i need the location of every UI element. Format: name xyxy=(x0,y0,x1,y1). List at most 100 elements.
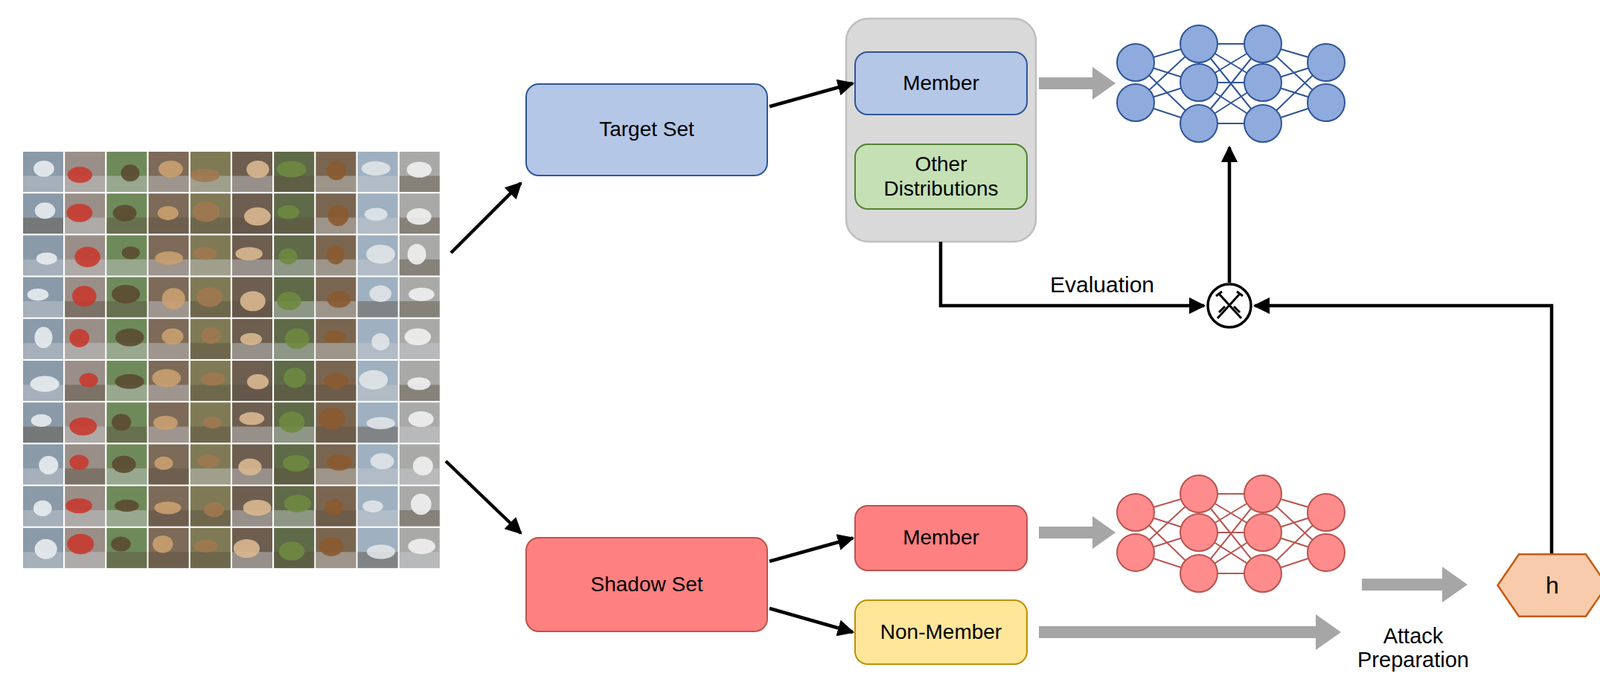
net-neuron xyxy=(1180,64,1218,102)
image-ground xyxy=(23,427,64,444)
split-arrow xyxy=(445,461,521,534)
image-tile xyxy=(23,528,64,569)
image-tile xyxy=(315,444,356,485)
image-object xyxy=(282,455,310,472)
image-object xyxy=(111,285,140,304)
image-tile xyxy=(106,528,147,569)
image-ground xyxy=(315,427,356,444)
image-tile xyxy=(64,277,105,318)
image-tile xyxy=(148,486,190,527)
image-tile xyxy=(64,235,105,276)
image-tile xyxy=(273,235,315,276)
image-ground xyxy=(357,175,399,192)
image-object xyxy=(279,248,298,265)
distribution-box: Other Distributions xyxy=(854,143,1028,210)
image-object xyxy=(233,539,260,559)
image-tile xyxy=(64,193,105,234)
image-tile xyxy=(148,444,190,485)
image-tile xyxy=(315,319,356,360)
image-tile xyxy=(357,319,399,360)
image-tile xyxy=(64,444,105,485)
image-object xyxy=(283,367,306,388)
image-tile xyxy=(106,193,147,234)
connector-arrow xyxy=(769,608,853,633)
net-neuron xyxy=(1244,514,1282,552)
image-ground xyxy=(23,218,64,235)
image-ground xyxy=(232,427,273,444)
image-ground xyxy=(273,510,315,527)
set-box: Shadow Set xyxy=(525,537,768,633)
image-object xyxy=(404,328,431,347)
image-ground xyxy=(399,427,440,444)
image-object xyxy=(161,328,184,346)
image-tile xyxy=(148,151,190,192)
image-object xyxy=(366,417,396,430)
image-object xyxy=(407,244,427,265)
image-tile xyxy=(273,151,315,192)
image-tile xyxy=(232,402,273,443)
image-object xyxy=(323,331,347,344)
image-object xyxy=(319,537,344,557)
image-object xyxy=(120,164,140,182)
image-tile xyxy=(23,486,64,527)
image-object xyxy=(157,206,179,221)
image-object xyxy=(115,328,144,347)
image-object xyxy=(74,247,100,268)
image-tile xyxy=(357,528,399,569)
image-tile xyxy=(399,319,440,360)
image-object xyxy=(69,417,97,436)
image-tile xyxy=(106,444,147,485)
image-tile xyxy=(23,402,64,443)
image-object xyxy=(162,288,186,310)
image-tile xyxy=(315,402,356,443)
evaluation-label: Evaluation xyxy=(1016,272,1188,297)
image-object xyxy=(277,205,300,220)
image-tile xyxy=(273,277,315,318)
image-tile xyxy=(357,235,399,276)
image-tile xyxy=(399,528,440,569)
image-object xyxy=(238,412,265,425)
image-object xyxy=(33,500,53,517)
image-tile xyxy=(190,486,231,527)
image-object xyxy=(111,456,136,474)
attack-line xyxy=(1227,147,1232,283)
image-tile xyxy=(23,235,64,276)
image-tile xyxy=(23,193,64,234)
image-tile xyxy=(399,486,440,527)
image-tile xyxy=(315,486,356,527)
image-ground xyxy=(106,301,147,318)
image-tile xyxy=(315,235,356,276)
image-object xyxy=(154,251,183,265)
image-object xyxy=(122,246,140,259)
net-neuron xyxy=(1117,84,1155,122)
image-ground xyxy=(148,384,190,402)
image-tile xyxy=(148,319,190,360)
image-object xyxy=(362,500,384,513)
image-object xyxy=(371,333,390,351)
image-tile xyxy=(148,528,190,569)
image-object xyxy=(31,414,53,428)
image-ground xyxy=(399,552,440,569)
image-tile xyxy=(64,402,105,443)
image-tile xyxy=(232,277,273,318)
image-ground xyxy=(232,175,273,192)
image-object xyxy=(413,456,434,477)
image-tile xyxy=(190,319,231,360)
net-neuron xyxy=(1244,25,1282,63)
image-object xyxy=(154,456,173,471)
image-object xyxy=(410,494,432,515)
image-ground xyxy=(357,510,399,527)
image-tile xyxy=(357,486,399,527)
image-tile xyxy=(399,444,440,485)
image-tile xyxy=(399,360,440,402)
image-object xyxy=(114,500,140,512)
image-tile xyxy=(190,444,231,485)
image-object xyxy=(408,411,434,428)
image-tile xyxy=(23,277,64,318)
image-object xyxy=(235,247,263,261)
image-tile xyxy=(64,151,105,192)
target-network xyxy=(1117,25,1345,143)
image-object xyxy=(366,244,396,264)
swords-symbol xyxy=(1207,284,1251,328)
